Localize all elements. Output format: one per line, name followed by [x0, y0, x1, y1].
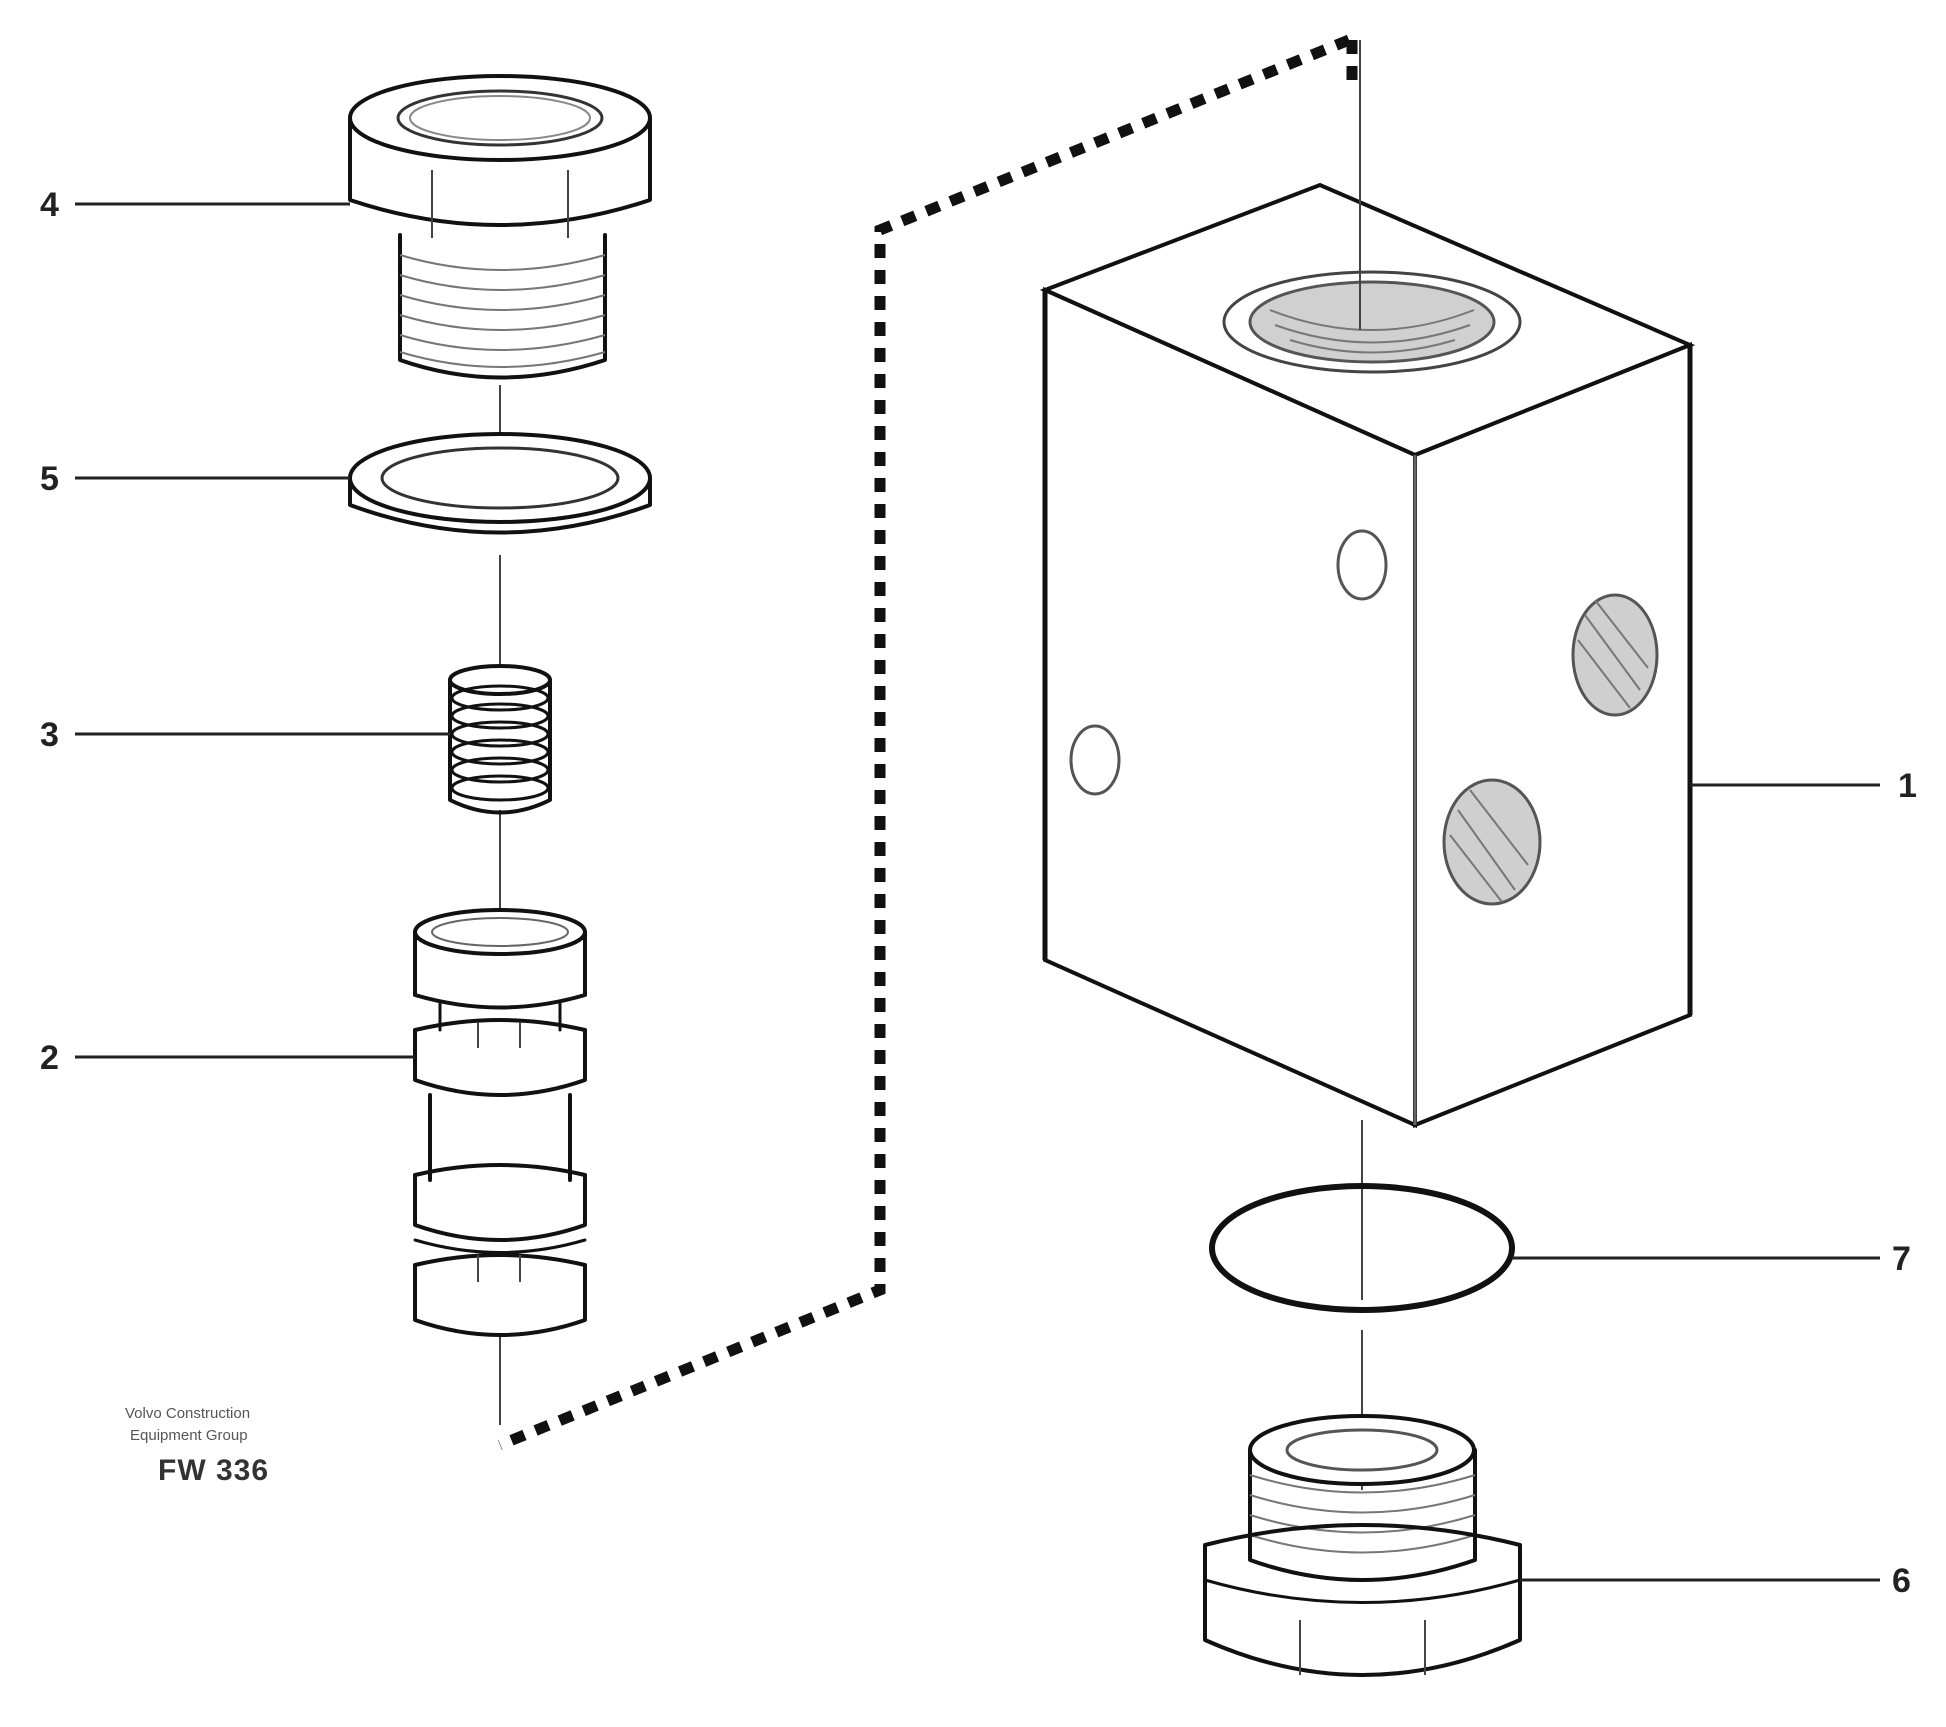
callout-7: 7: [1892, 1240, 1911, 1278]
assembly-boundary-dashed: [497, 34, 1358, 1451]
callout-3: 3: [40, 716, 59, 754]
leader-lines: [75, 202, 1880, 1582]
part-7-o-ring: [1209, 1183, 1515, 1313]
part-6-threaded-plug: [1203, 1414, 1522, 1677]
drawing-code: FW 336: [158, 1454, 269, 1487]
part-4-threaded-plug: [348, 74, 652, 380]
part-5-sealing-ring: [348, 432, 652, 535]
part-3-spring: [448, 664, 552, 815]
part-1-valve-block: [1039, 182, 1696, 1129]
callout-5: 5: [40, 460, 59, 498]
callout-1: 1: [1898, 767, 1917, 805]
caption-line-1: Volvo Construction: [125, 1405, 250, 1422]
caption-line-2: Equipment Group: [130, 1427, 248, 1444]
callout-2: 2: [40, 1039, 59, 1077]
callout-6: 6: [1892, 1562, 1911, 1600]
callout-4: 4: [40, 186, 59, 224]
part-2-valve-spool: [413, 908, 587, 1337]
drawing-caption: Volvo Construction Equipment Group FW 33…: [125, 1405, 269, 1487]
